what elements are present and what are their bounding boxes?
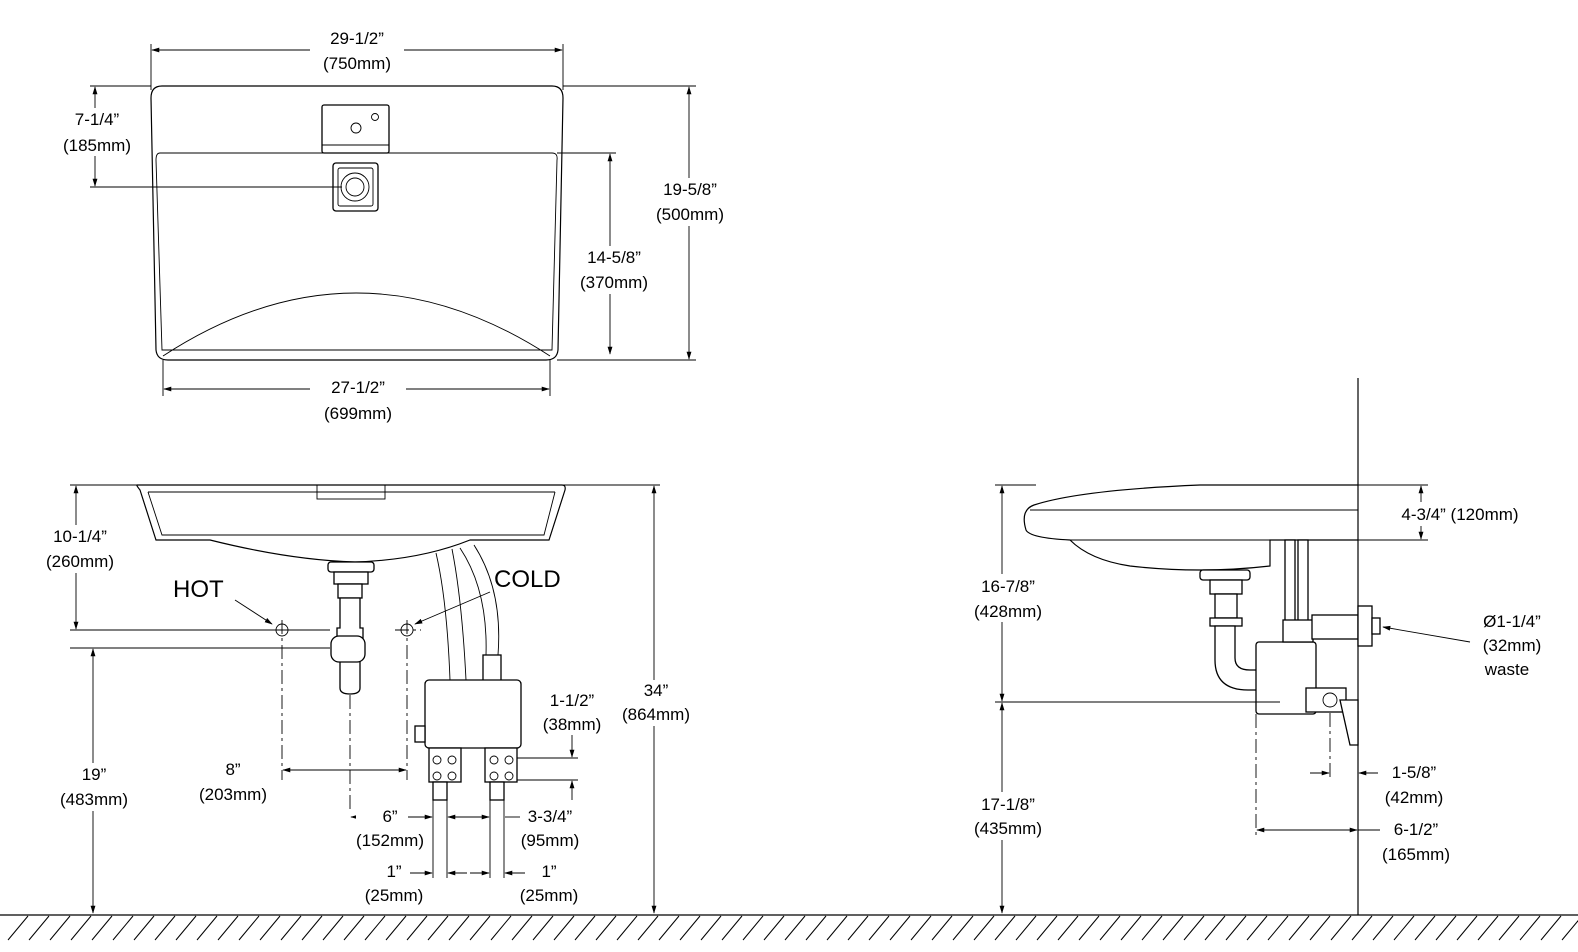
label-supply-spacing: 8” [225,760,240,779]
label-drain-to-valve-mm: (152mm) [356,831,424,850]
label-rim-thickness: 4-3/4” (120mm) [1401,505,1518,524]
label-waste-height-mm: (435mm) [974,819,1042,838]
top-view: 29-1/2” (750mm) 27-1/2” (699mm) 19-5/8” … [56,28,732,423]
label-cold: COLD [494,566,561,593]
label-valve-height: 1-1/2” [550,691,595,710]
label-overall-width: 29-1/2” [330,29,384,48]
label-waste-height: 17-1/8” [981,795,1035,814]
label-bowl-depth-mm: (370mm) [580,273,648,292]
label-depth: 19-5/8” [663,180,717,199]
label-inner-width: 27-1/2” [331,378,385,397]
label-box-depth: 6-1/2” [1394,820,1439,839]
label-drain-offset: 7-1/4” [75,110,120,129]
label-supply-spacing-mm: (203mm) [199,785,267,804]
label-waste-diameter: Ø1-1/4” [1483,612,1541,631]
faucet-hole-small [371,113,379,121]
top-basin-outline [150,85,564,361]
side-basin-profile [1023,484,1358,571]
label-valve-spacing: 3-3/4” [528,807,573,826]
label-cold-stub-width: 1” [541,862,556,881]
floor [0,914,1578,941]
label-valve-offset: 1-5/8” [1392,763,1437,782]
faucet-hole-large [350,122,362,134]
label-drain-offset-mm: (185mm) [63,136,131,155]
front-drain-flange [327,561,375,573]
label-valve-offset-mm: (42mm) [1385,788,1444,807]
label-drain-to-valve: 6” [382,807,397,826]
label-depth-mm: (500mm) [656,205,724,224]
floor-hatching [7,915,1578,941]
front-view: HOT COLD 10-1/4” (260mm) 19” (483mm) 8” … [36,484,698,914]
label-box-depth-mm: (165mm) [1382,845,1450,864]
label-supply-drop-mm: (260mm) [46,552,114,571]
side-trap [1214,625,1263,691]
label-overall-height-mm: (864mm) [622,705,690,724]
front-basin-outline [136,484,566,563]
label-inner-width-mm: (699mm) [324,404,392,423]
label-overall-height: 34” [644,681,669,700]
faucet-deck [321,104,390,154]
label-supply-drop: 10-1/4” [53,527,107,546]
label-hot: HOT [173,576,224,603]
side-view: 4-3/4” (120mm) 16-7/8” (428mm) 17-1/8” (… [966,378,1541,915]
label-supply-height: 19” [82,765,107,784]
label-overall-width-mm: (750mm) [323,54,391,73]
top-bowl-curve [162,292,551,357]
label-waste-diameter-mm: (32mm) [1483,636,1542,655]
label-waste: waste [1484,660,1529,679]
label-valve-spacing-mm: (95mm) [521,831,580,850]
label-hot-stub-width-mm: (25mm) [365,886,424,905]
top-bowl-outline [155,152,558,351]
label-bowl-depth: 14-5/8” [587,248,641,267]
front-valve-box [424,679,522,749]
label-rim-to-waste-mm: (428mm) [974,602,1042,621]
label-valve-height-mm: (38mm) [543,715,602,734]
label-cold-stub-width-mm: (25mm) [520,886,579,905]
label-supply-height-mm: (483mm) [60,790,128,809]
label-hot-stub-width: 1” [386,862,401,881]
label-rim-to-waste: 16-7/8” [981,577,1035,596]
